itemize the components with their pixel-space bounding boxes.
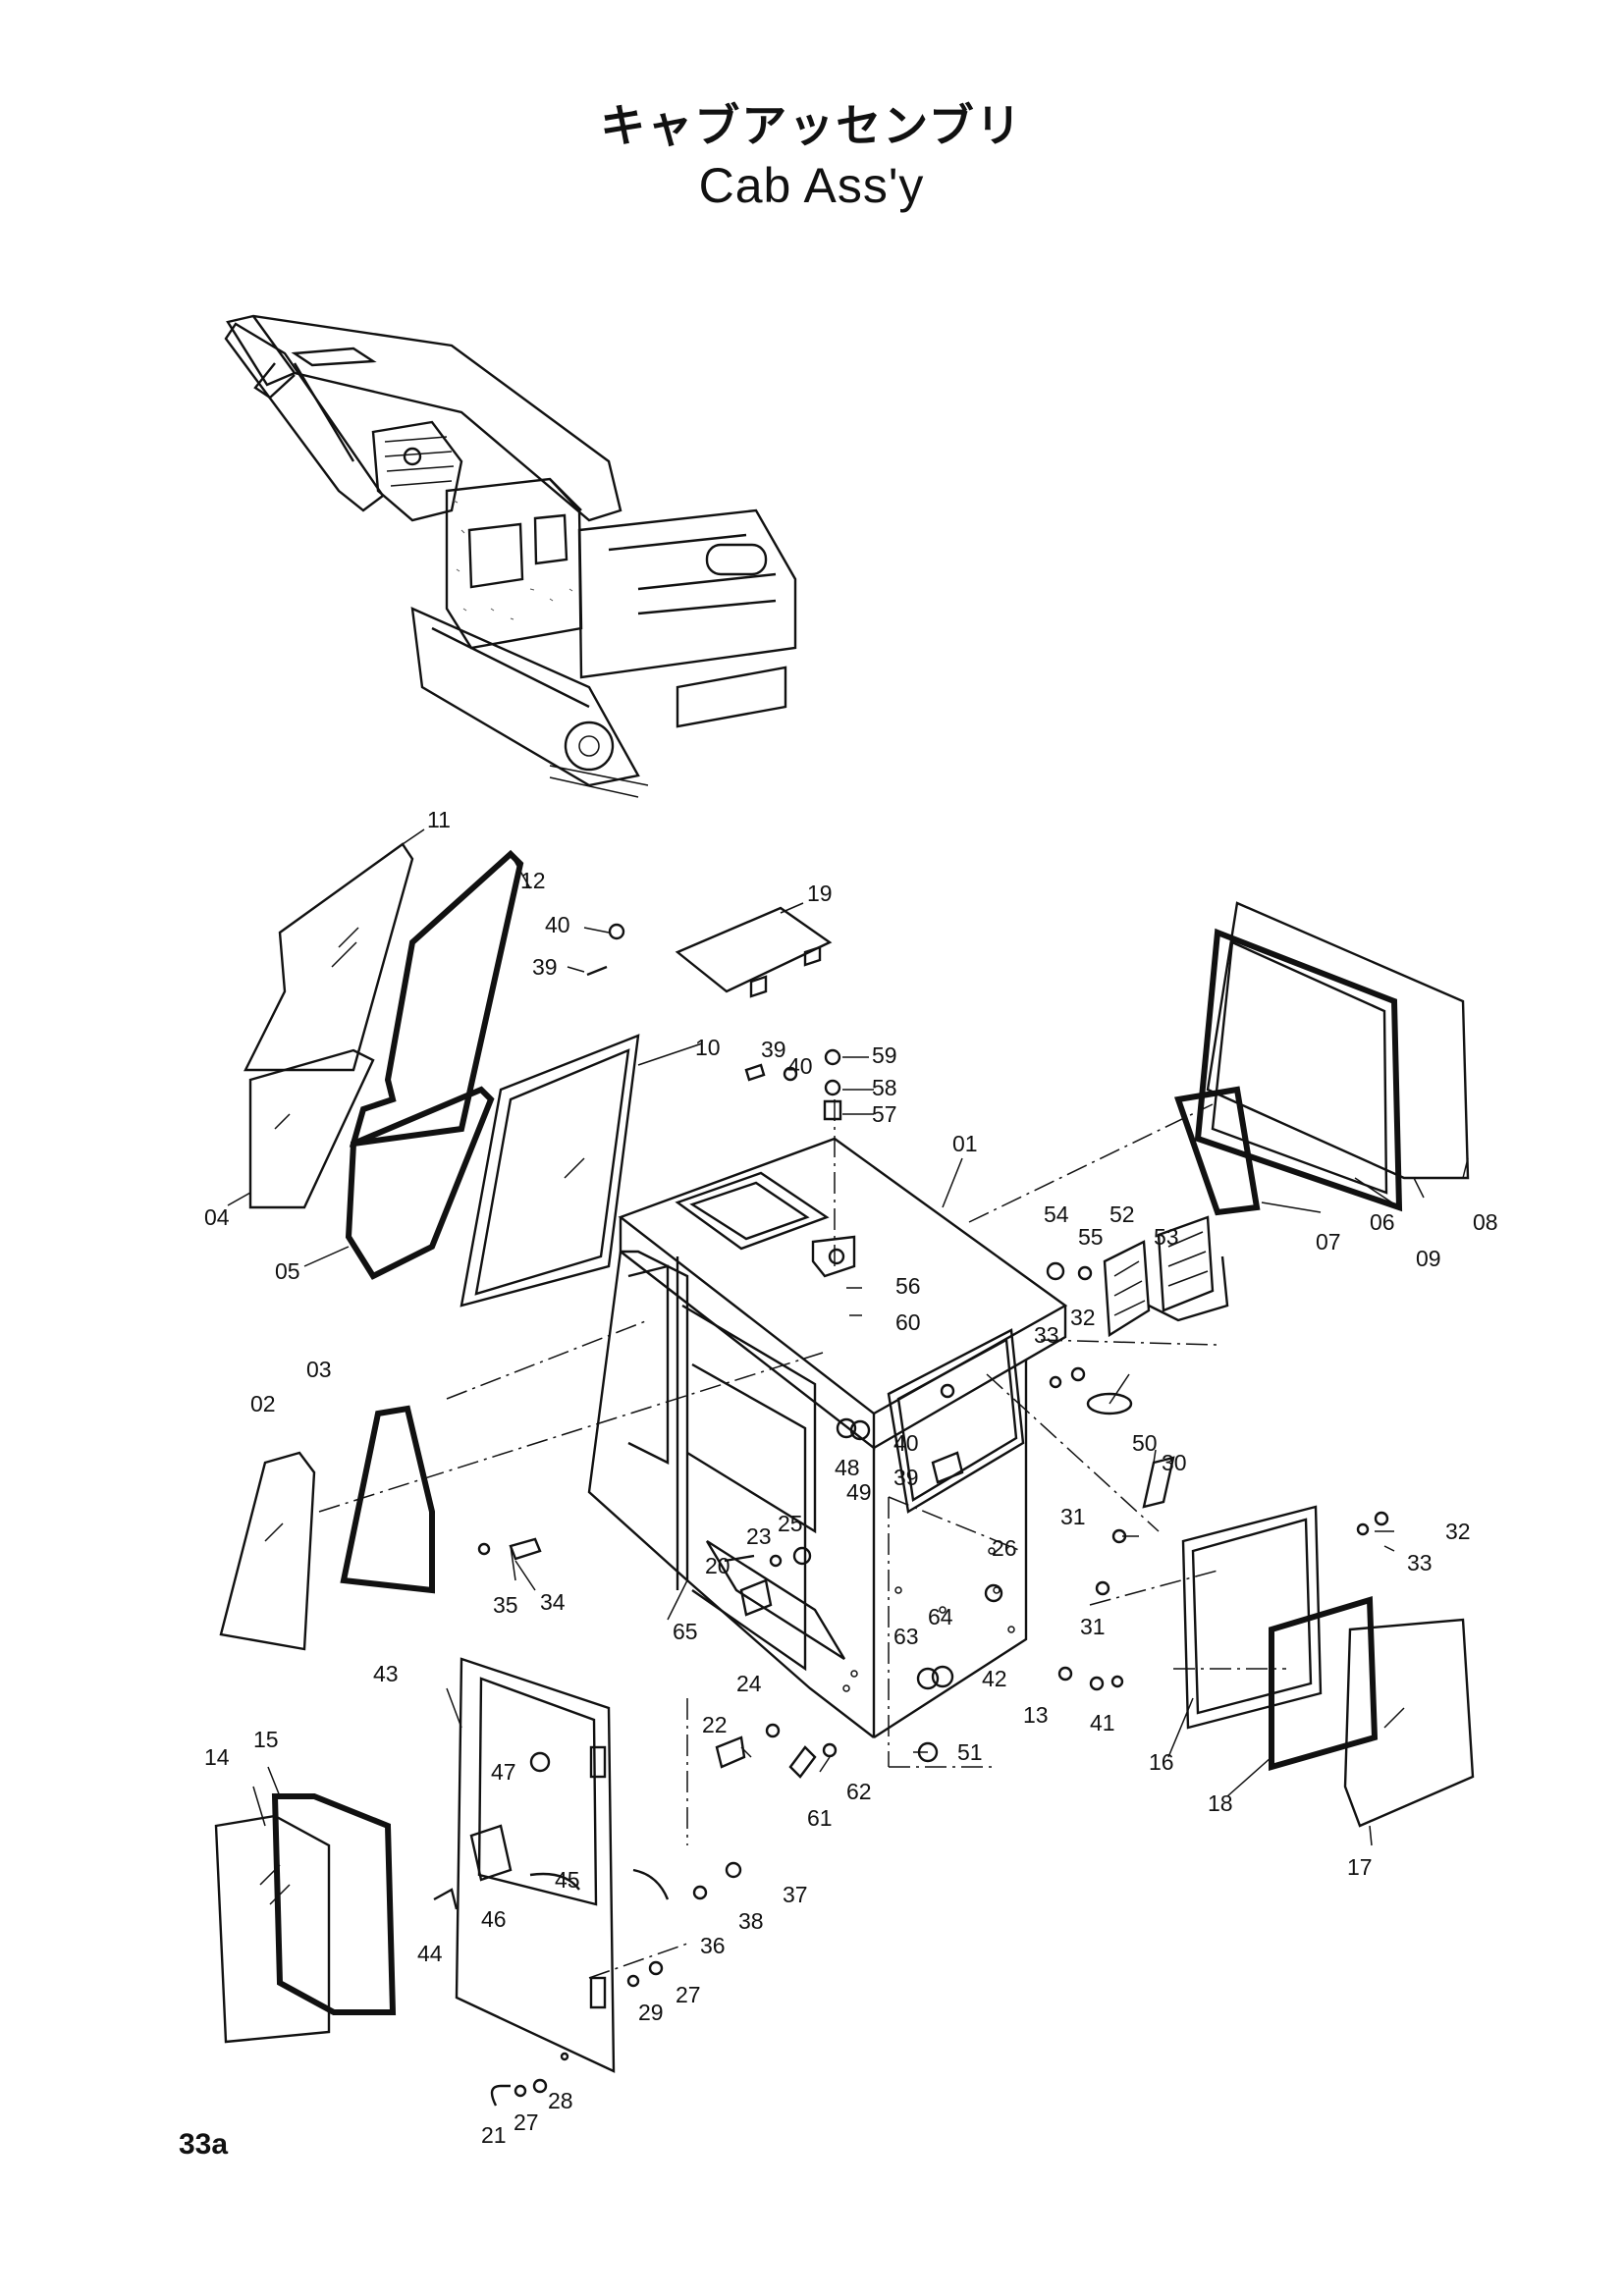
part-label: 39 [532,954,558,980]
part-label: 33 [1407,1550,1433,1575]
part-label: 42 [982,1666,1007,1691]
part-label: 35 [493,1592,518,1618]
part-label: 25 [778,1511,803,1536]
part-label: 27 [514,2109,539,2135]
part-label: 15 [253,1727,279,1752]
part-label: 64 [928,1604,953,1629]
title-japanese: キャブアッセンブリ [600,99,1023,152]
part-label: 38 [738,1908,764,1934]
part-label: 10 [695,1035,721,1060]
part-label: 26 [992,1535,1017,1561]
part-label: 40 [893,1430,919,1456]
part-label: 46 [481,1906,507,1932]
part-label: 57 [872,1101,897,1127]
part-label: 49 [846,1479,872,1505]
part-label: 54 [1044,1201,1069,1227]
part-label: 28 [548,2088,573,2113]
part-label: 01 [952,1131,978,1156]
excavator-overview-illustration [224,314,797,798]
part-label: 40 [545,912,570,937]
part-label: 43 [373,1661,399,1686]
part-label: 09 [1416,1246,1441,1271]
part-label: 06 [1370,1209,1395,1235]
part-label: 17 [1347,1854,1373,1880]
part-label: 12 [520,868,546,893]
part-label: 30 [1162,1450,1187,1475]
part-label: 48 [835,1455,860,1480]
part-label: 07 [1316,1229,1341,1255]
part-label: 52 [1109,1201,1135,1227]
part-label: 31 [1060,1504,1086,1529]
part-label: 62 [846,1779,872,1804]
part-label: 13 [1023,1702,1049,1728]
part-label: 40 [787,1053,813,1079]
part-label: 08 [1473,1209,1498,1235]
part-number-labels: 11 12 40 39 19 10 39 40 59 58 57 04 05 0… [204,807,1498,2148]
part-label: 55 [1078,1224,1104,1250]
part-label: 11 [427,807,451,832]
part-label: 02 [250,1391,276,1416]
part-label: 60 [895,1309,921,1335]
part-label: 45 [555,1867,580,1893]
part-label: 31 [1080,1614,1106,1639]
part-label: 20 [705,1553,730,1578]
part-label: 61 [807,1805,833,1831]
part-label: 34 [540,1589,566,1615]
part-label: 41 [1090,1710,1115,1735]
part-label: 39 [761,1037,786,1062]
part-label: 16 [1149,1749,1174,1775]
part-label: 18 [1208,1790,1233,1816]
part-label: 63 [893,1624,919,1649]
part-label: 32 [1070,1305,1096,1330]
part-label: 27 [676,1982,701,2007]
page-number: 33a [179,2128,229,2161]
title-english: Cab Ass'y [698,158,925,213]
part-label: 58 [872,1075,897,1100]
part-label: 32 [1445,1519,1471,1544]
assembly-reference-lines [318,1099,1286,1979]
part-label: 53 [1154,1224,1179,1250]
part-label: 05 [275,1258,300,1284]
part-callouts [227,828,1469,1846]
part-label: 03 [306,1357,332,1382]
part-label: 65 [673,1619,698,1644]
part-label: 36 [700,1933,726,1958]
part-label: 22 [702,1712,728,1737]
part-label: 39 [893,1465,919,1490]
part-label: 29 [638,2000,664,2025]
part-label: 19 [807,881,833,906]
part-label: 44 [417,1941,443,1966]
part-label: 04 [204,1204,230,1230]
part-label: 37 [783,1882,808,1907]
part-label: 23 [746,1523,772,1549]
part-label: 33 [1034,1322,1059,1348]
part-label: 51 [957,1739,983,1765]
hardware-fasteners [433,923,1389,2107]
part-label: 56 [895,1273,921,1299]
part-label: 24 [736,1671,762,1696]
cab-frame [587,1137,1068,1739]
part-label: 59 [872,1042,897,1068]
part-label: 47 [491,1759,516,1785]
part-label: 21 [481,2122,507,2148]
part-label: 14 [204,1744,230,1770]
part-label: 50 [1132,1430,1158,1456]
